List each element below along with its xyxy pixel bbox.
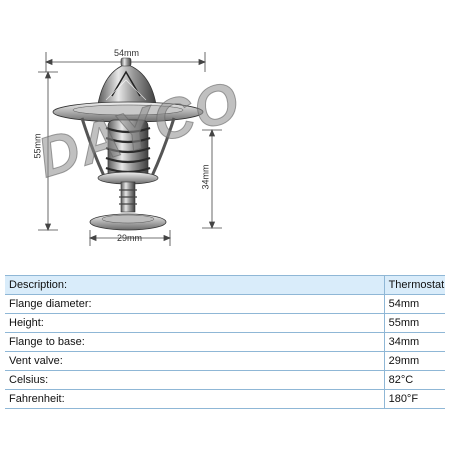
spec-label: Fahrenheit:: [5, 389, 385, 409]
product-figure: DAYCO 54mm 55mm 34mm 29mm: [30, 48, 248, 246]
spec-row: Vent valve: 29mm: [5, 351, 445, 371]
spec-value: 29mm: [383, 351, 445, 371]
spec-label: Description:: [5, 275, 385, 295]
spec-label: Flange to base:: [5, 332, 385, 352]
flange-dimension-label: 34mm: [200, 164, 211, 190]
spec-value: 55mm: [383, 313, 445, 333]
spec-label: Celsius:: [5, 370, 385, 390]
spec-label: Height:: [5, 313, 385, 333]
spec-table: Description: Thermostat Flange diameter:…: [5, 275, 445, 409]
spec-label: Flange diameter:: [5, 294, 385, 314]
width-dimension-label: 54mm: [114, 48, 140, 58]
base-dimension-label: 29mm: [117, 233, 143, 243]
spec-row: Flange to base: 34mm: [5, 332, 445, 352]
spec-row: Description: Thermostat: [5, 275, 445, 295]
thermostat-illustration: [38, 52, 222, 246]
spec-value: 34mm: [383, 332, 445, 352]
spec-row: Height: 55mm: [5, 313, 445, 333]
height-dimension-label: 55mm: [32, 133, 43, 159]
dimension-lines: [38, 52, 222, 246]
spec-value: 54mm: [383, 294, 445, 314]
thermostat-body: [52, 57, 204, 231]
spec-row: Fahrenheit: 180°F: [5, 389, 445, 409]
spec-row: Flange diameter: 54mm: [5, 294, 445, 314]
spec-value: Thermostat: [383, 275, 445, 295]
spec-value: 82°C: [383, 370, 445, 390]
spec-row: Celsius: 82°C: [5, 370, 445, 390]
spec-label: Vent valve:: [5, 351, 385, 371]
spec-value: 180°F: [383, 389, 445, 409]
